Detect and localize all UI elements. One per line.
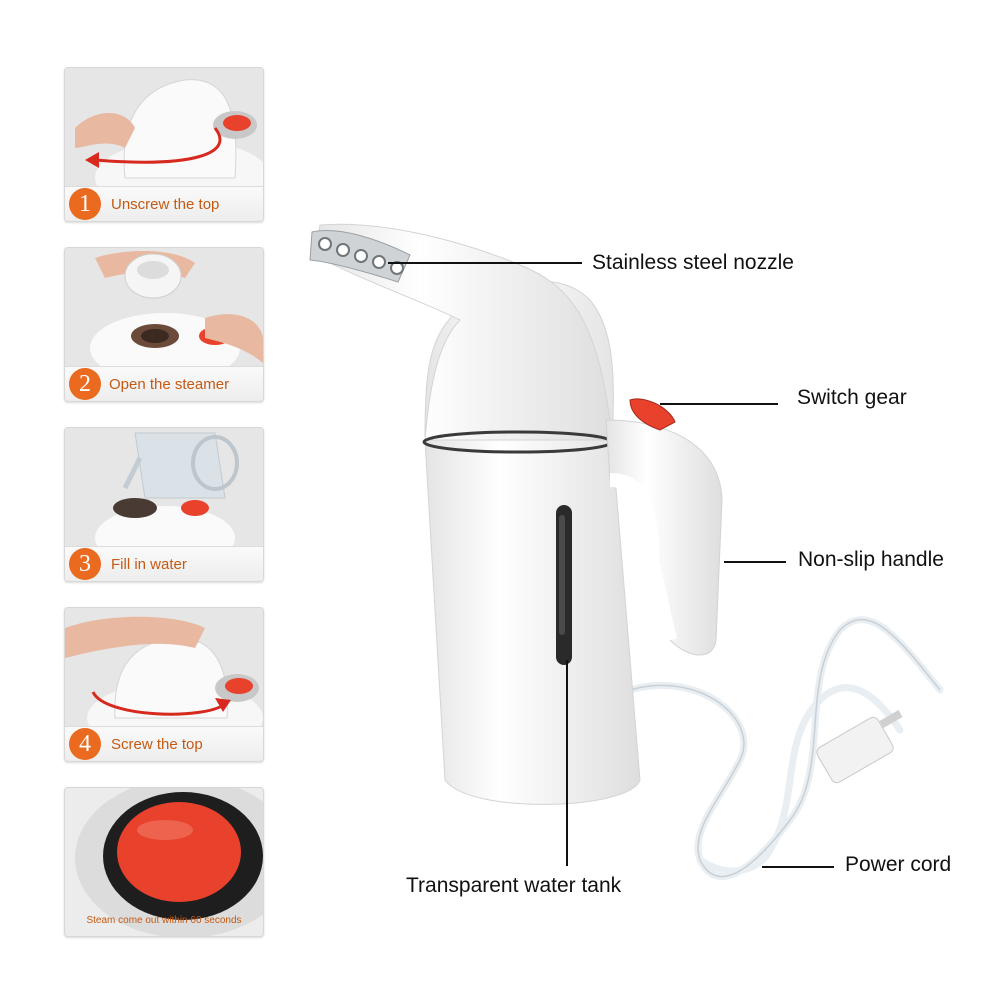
cord-label: Power cord [845,853,952,876]
step-panel-1: 1 Unscrew the top [64,67,264,222]
step-panel-4: 4 Screw the top [64,607,264,762]
step-1-caption: 1 Unscrew the top [65,186,263,221]
step-panel-2: 2 Open the steamer [64,247,264,402]
step-panel-3: 3 Fill in water [64,427,264,582]
cord-leader [762,866,834,868]
handle-leader [724,561,786,563]
nozzle-leader [388,262,582,264]
step-4-caption: 4 Screw the top [65,726,263,761]
step-2-number: 2 [69,368,101,400]
step-1-text: Unscrew the top [111,196,220,213]
switch-closeup-photo [65,788,263,936]
tank-label: Transparent water tank [406,874,622,897]
step-4-text: Screw the top [111,736,203,753]
step-2-caption: 2 Open the steamer [65,366,263,401]
plug [816,710,903,784]
tank-leader [566,660,568,866]
step-4-number: 4 [69,728,101,760]
switch-label: Switch gear [797,386,907,409]
step-3-number: 3 [69,548,101,580]
steel-nozzle [309,230,411,283]
switch-leader [660,403,778,405]
handle-label: Non-slip handle [798,548,944,571]
step-2-text: Open the steamer [109,376,230,393]
step-3-caption: 3 Fill in water [65,546,263,581]
steam-panel: Steam come out within 60 seconds [64,787,264,937]
step-3-text: Fill in water [111,556,187,573]
step-1-number: 1 [69,188,101,220]
nozzle-label: Stainless steel nozzle [592,251,794,274]
switch-gear [629,398,676,431]
power-cord-outline [629,618,941,878]
steam-note: Steam come out within 60 seconds [86,915,242,926]
